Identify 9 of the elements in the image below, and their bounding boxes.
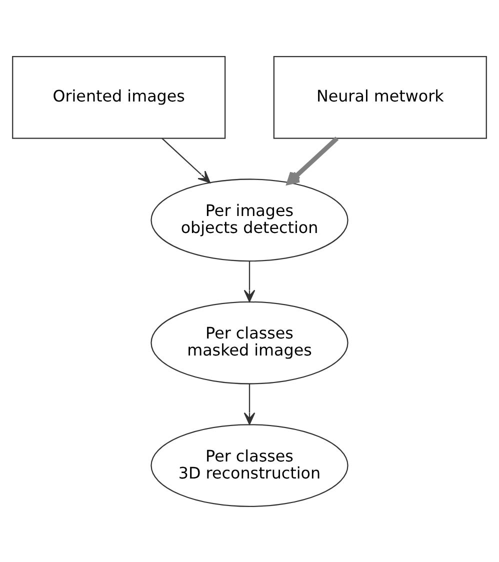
arrow <box>162 137 210 183</box>
arrow <box>286 136 339 184</box>
node-ellipse: Per classes masked images <box>150 300 348 384</box>
arrow <box>244 260 256 302</box>
arrow <box>244 383 256 424</box>
node-box: Neural metwork <box>273 55 487 138</box>
node-ellipse: Per classes 3D reconstruction <box>150 424 348 507</box>
node-box: Oriented images <box>12 55 226 138</box>
node-ellipse: Per images objects detection <box>150 178 348 262</box>
